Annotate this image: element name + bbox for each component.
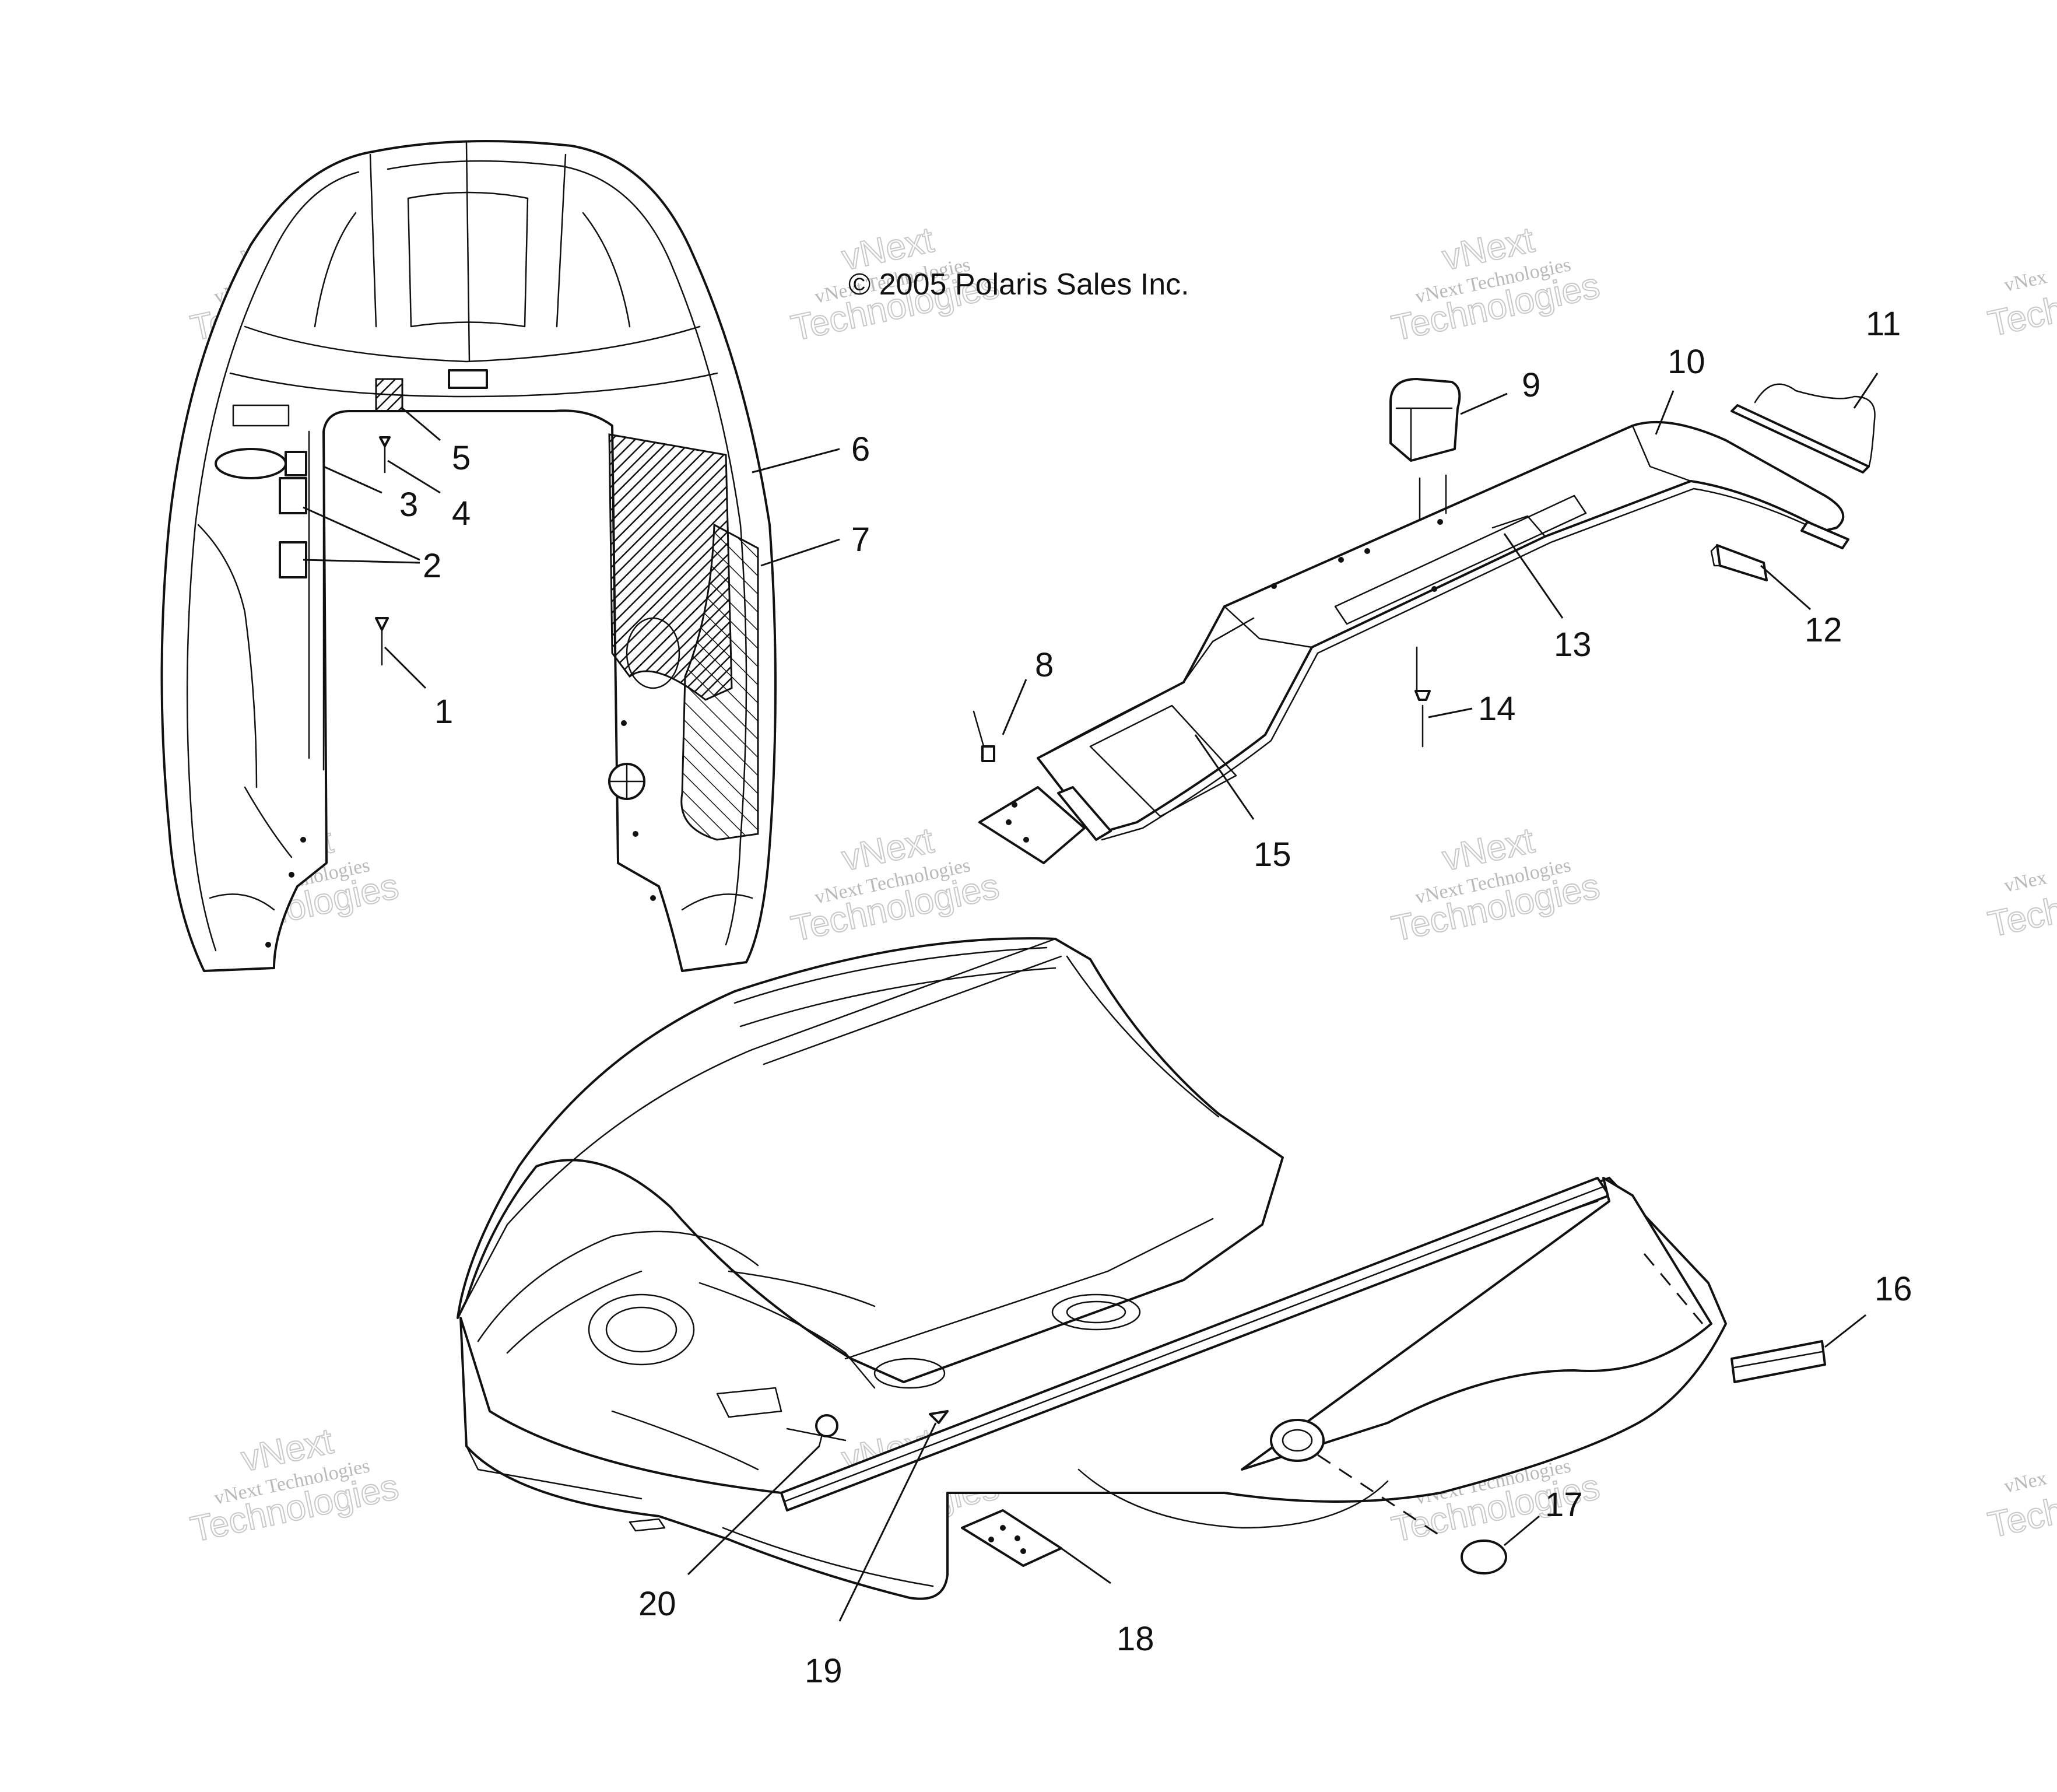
hood-three-quarter — [457, 937, 1727, 1600]
callout-10: 10 — [1668, 343, 1705, 381]
callout-15: 15 — [1254, 836, 1291, 874]
callout-16: 16 — [1875, 1270, 1912, 1308]
plate-item-18 — [961, 1509, 1062, 1567]
callout-17: 17 — [1545, 1486, 1583, 1524]
callout-14: 14 — [1478, 690, 1516, 728]
rivet-item-8 — [973, 710, 995, 762]
callout-18: 18 — [1117, 1620, 1154, 1658]
callout-labels: 1 2 3 4 5 6 7 8 9 10 11 12 13 14 15 16 1… — [399, 305, 1912, 1690]
callout-1: 1 — [434, 693, 453, 731]
watermark-text: vNex — [2002, 867, 2049, 897]
watermark-text: Tech — [1985, 289, 2057, 345]
callout-12: 12 — [1805, 611, 1842, 649]
callout-7: 7 — [851, 521, 870, 559]
tape-item-16 — [1730, 1340, 1826, 1383]
callout-9: 9 — [1522, 366, 1540, 404]
callout-19: 19 — [805, 1652, 843, 1690]
rivet-item-1 — [375, 617, 389, 666]
rivet-item-4 — [379, 436, 391, 474]
callout-13: 13 — [1554, 626, 1592, 664]
callout-3: 3 — [399, 486, 418, 524]
watermark-text: vNex — [2002, 1467, 2049, 1498]
callout-20: 20 — [638, 1585, 676, 1623]
running-board — [978, 420, 1849, 864]
rivet-item-14 — [1414, 646, 1431, 748]
watermark-text: Tech — [1985, 1491, 2057, 1546]
callout-11: 11 — [1866, 305, 1901, 343]
copyright-notice: © 2005 Polaris Sales Inc. — [848, 268, 1189, 301]
callout-5: 5 — [452, 439, 471, 477]
callout-6: 6 — [851, 430, 870, 468]
plug-item-17 — [1461, 1539, 1507, 1574]
watermark-text: Tech — [1985, 890, 2057, 945]
pad-item-12 — [1710, 544, 1768, 581]
leader-lines — [303, 373, 1879, 1622]
callout-8: 8 — [1035, 646, 1054, 684]
watermark-layer: vNext Technologies vNext Technologies vN… — [187, 219, 2057, 1551]
cable-item-11 — [1730, 383, 1876, 474]
callout-2: 2 — [423, 547, 441, 585]
clip-item-9 — [1389, 378, 1461, 520]
watermark-text: vNex — [2002, 266, 2049, 296]
hood-underside — [160, 140, 777, 972]
callout-4: 4 — [452, 495, 471, 532]
